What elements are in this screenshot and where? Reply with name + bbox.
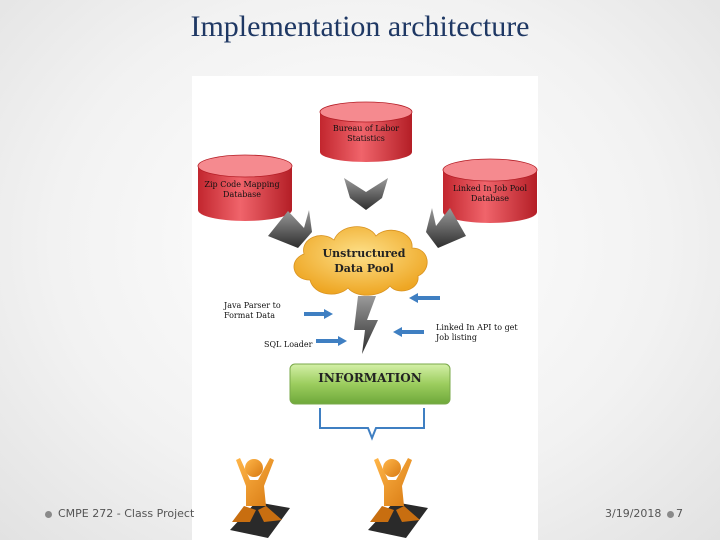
incoming-arrow-upper [409,293,440,303]
sql-loader-arrow [316,336,347,346]
bls-label-line2: Statistics [347,134,385,143]
chevron-down-icon [344,178,388,210]
user-with-laptop-icon-right [368,458,428,538]
cloud-label-line1: Unstructured [323,247,406,260]
user-with-laptop-icon-left [230,458,290,538]
java-parser-label-line2: Format Data [224,311,275,320]
information-label: INFORMATION [318,371,421,385]
sql-loader-label: SQL Loader [264,340,313,349]
lightning-bolt-icon [354,296,378,354]
distribution-bracket [319,408,425,441]
footer-left-bullet [45,511,52,518]
footer-course-label: CMPE 272 - Class Project [58,507,195,520]
linkedin-api-label-line1: Linked In API to get [436,323,518,332]
java-parser-arrow [304,309,333,319]
slide-title: Implementation architecture [190,10,530,43]
linkedin-database: Linked In Job Pool Database [442,158,538,223]
bls-label-line1: Bureau of Labor [333,124,399,133]
bls-database: Bureau of Labor Statistics [319,101,413,162]
footer-date: 3/19/2018 [605,507,662,520]
linkedin-db-label-line1: Linked In Job Pool [453,184,528,193]
information-box: INFORMATION [289,363,451,405]
unstructured-data-pool-cloud: Unstructured Data Pool [293,226,428,296]
java-parser-label-line1: Java Parser to [223,301,281,310]
linkedin-api-arrow [393,327,424,337]
slide-number: 7 [676,507,683,520]
architecture-diagram: Bureau of Labor Statistics Zip Code Mapp… [192,76,538,540]
cloud-label-line2: Data Pool [334,262,394,275]
chevron-down-left-icon [426,208,466,248]
footer-right-bullet [667,511,674,518]
linkedin-api-label-line2: Job listing [435,333,477,342]
linkedin-db-label-line2: Database [471,194,509,203]
zip-label-line2: Database [223,190,261,199]
zip-database: Zip Code Mapping Database [197,154,293,221]
zip-label-line1: Zip Code Mapping [204,180,279,189]
chevron-down-right-icon [268,210,312,248]
